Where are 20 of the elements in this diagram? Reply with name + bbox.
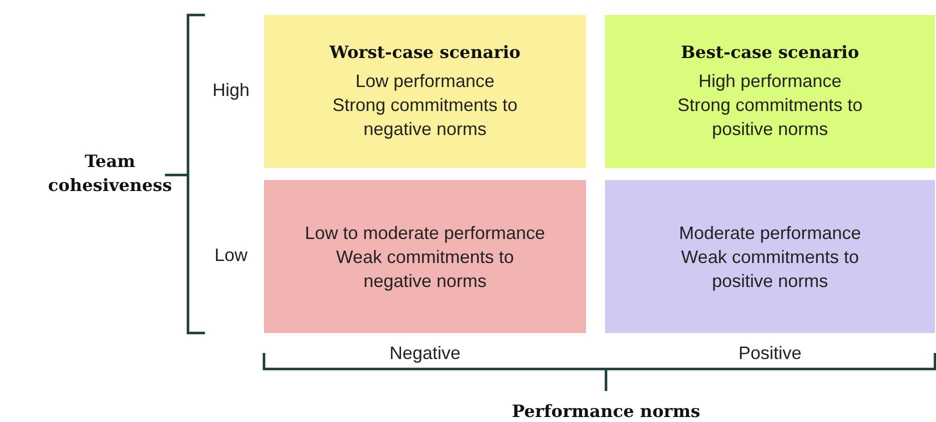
axis-title: Team cohesiveness (47, 151, 173, 198)
quadrant-text: Strong commitments to negative norms (331, 94, 519, 140)
quadrant-heading: Worst-case scenario (329, 42, 521, 62)
quadrant-text: Low to moderate performance (304, 222, 546, 244)
quadrant-box (264, 180, 586, 333)
quadrant-box (605, 15, 935, 168)
axis-tick-label: Low (213, 245, 249, 266)
axis-tick-label: High (211, 80, 251, 101)
axis-tick-label: Negative (388, 343, 462, 364)
quadrant-text: Weak commitments to positive norms (680, 246, 860, 292)
quadrant-text: Low performance (355, 70, 495, 92)
quadrant-box (264, 15, 586, 168)
quadrant-text: High performance (698, 70, 842, 92)
quadrant-heading: Best-case scenario (680, 42, 860, 62)
axis-title: Performance norms (510, 401, 702, 422)
quadrant-box (605, 180, 935, 333)
axis-tick-label: Positive (737, 343, 803, 364)
quadrant-text: Weak commitments to negative norms (335, 246, 515, 292)
quadrant-text: Strong commitments to positive norms (676, 94, 864, 140)
quadrant-text: Moderate performance (678, 222, 862, 244)
